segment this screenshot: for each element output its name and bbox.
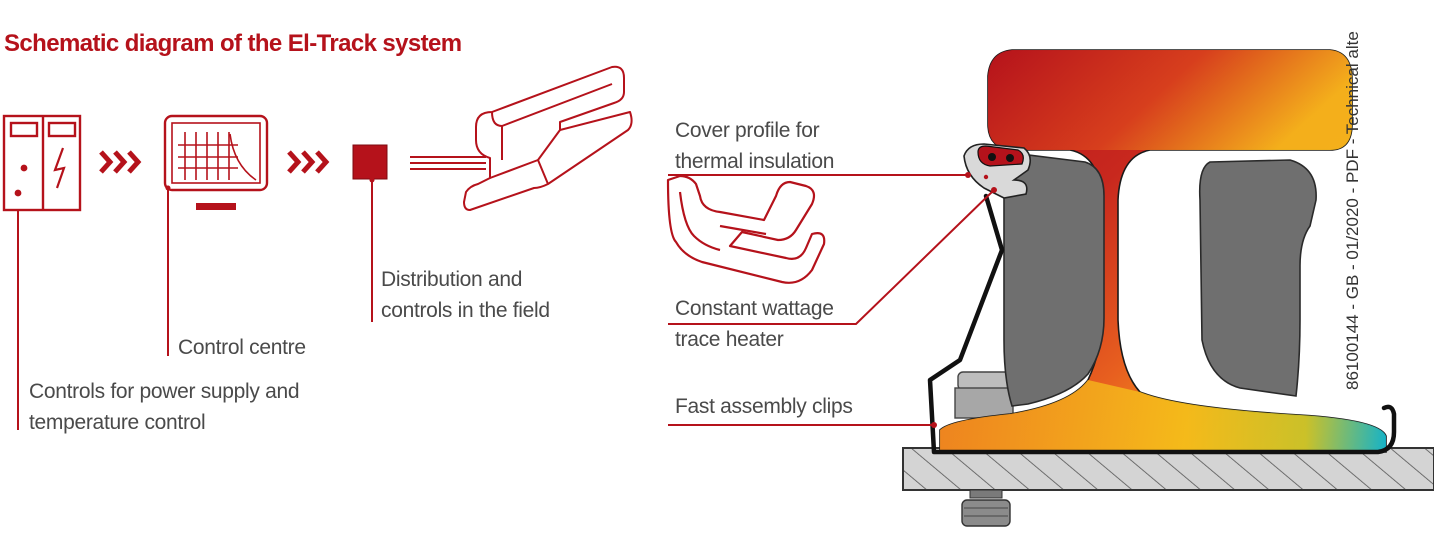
label-distribution-line2: controls in the field — [381, 299, 550, 322]
label-power-controls-line2: temperature control — [29, 411, 206, 434]
page-title: Schematic diagram of the El-Track system — [4, 30, 462, 57]
label-power-controls-line1: Controls for power supply and — [29, 380, 300, 403]
junction-box-icon — [352, 144, 388, 180]
chevron-arrows-icon — [287, 150, 330, 174]
label-cover-profile-line1: Cover profile for — [675, 119, 820, 142]
label-trace-heater-line1: Constant wattage — [675, 297, 834, 320]
leader-dots — [15, 172, 997, 428]
label-cover-profile: Cover profile for thermal insulation — [675, 115, 834, 177]
rail-icon — [410, 65, 633, 211]
label-control-centre: Control centre — [178, 336, 306, 359]
chevron-arrows-icon — [99, 150, 142, 174]
control-cabinet-icon — [2, 114, 82, 212]
label-assembly-clips: Fast assembly clips — [675, 395, 853, 418]
cover-profile-icon — [666, 174, 826, 284]
label-trace-heater: Constant wattage trace heater — [675, 293, 834, 355]
doc-reference: 86100144 - GB - 01/2020 - PDF - Technica… — [1343, 31, 1362, 390]
label-power-controls: Controls for power supply and temperatur… — [29, 376, 300, 438]
leader-lines — [17, 174, 995, 430]
label-cover-profile-line2: thermal insulation — [675, 150, 835, 173]
monitor-icon — [163, 114, 269, 210]
rail-cross-section-icon — [902, 49, 1434, 527]
label-distribution-line1: Distribution and — [381, 268, 523, 291]
label-trace-heater-line2: trace heater — [675, 328, 784, 351]
label-distribution: Distribution and controls in the field — [381, 264, 550, 326]
